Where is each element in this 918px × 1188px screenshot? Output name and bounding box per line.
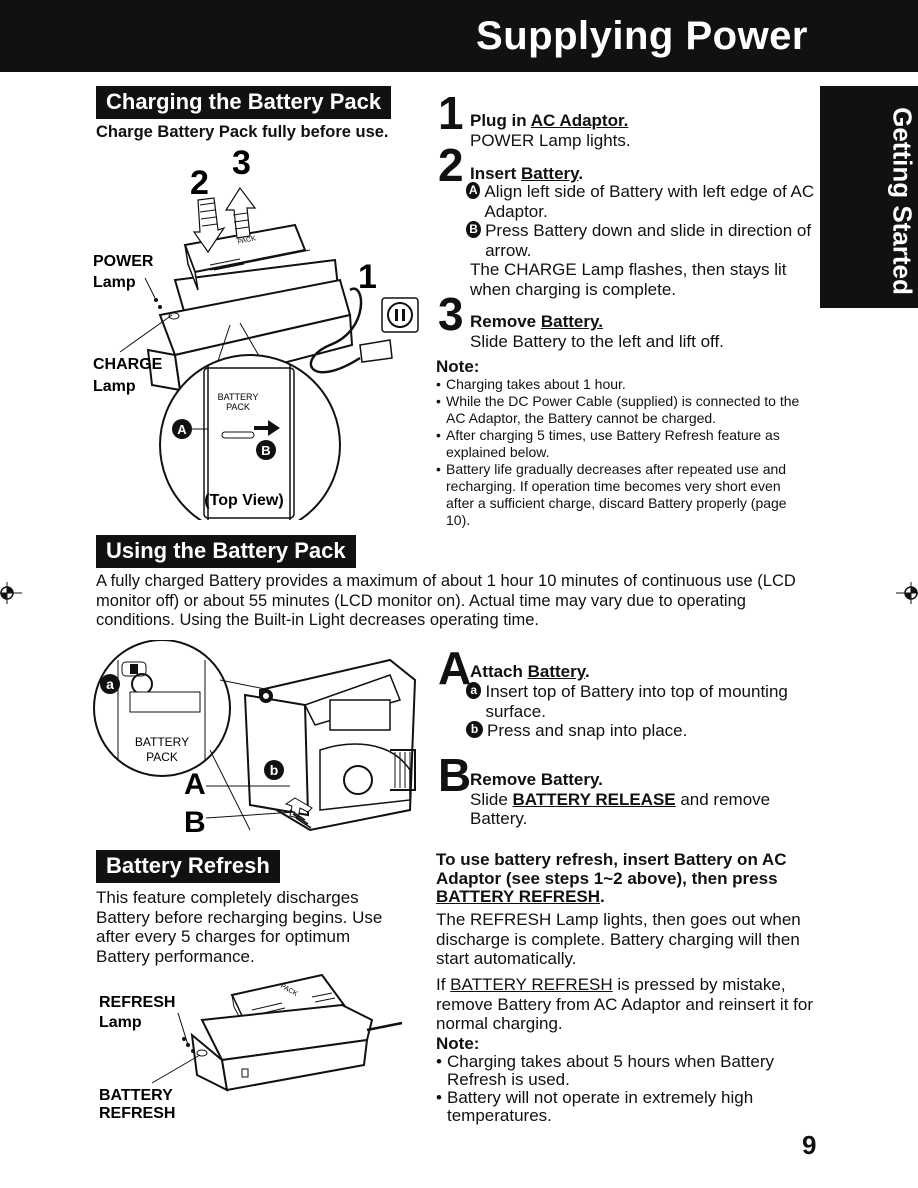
refresh-p2-suffix: is pressed by mistake, remove Battery fr… <box>436 975 813 1033</box>
refresh-p2-prefix: If <box>436 975 451 994</box>
step-2-sub-a: Align left side of Battery with left edg… <box>484 182 815 221</box>
refresh-text: This feature completely discharges Batte… <box>96 888 383 966</box>
marker-a: A <box>177 422 187 437</box>
small-b-marker: b <box>270 762 279 778</box>
refresh-note-2: Battery will not operate in extremely hi… <box>447 1088 754 1125</box>
figure-letter-b: B <box>184 806 206 839</box>
small-a-marker: a <box>106 676 114 692</box>
charging-note-1: Charging takes about 1 hour. <box>446 376 626 392</box>
charging-subheading: Charge Battery Pack fully before use. <box>96 123 389 141</box>
lift-arrow-icon <box>224 186 257 239</box>
refresh-lamp-label-1: REFRESH <box>99 994 175 1011</box>
step-1-prefix: Plug in <box>470 111 531 130</box>
step-a-sub-b-marker: b <box>466 721 483 738</box>
using-heading: Using the Battery Pack <box>96 535 356 568</box>
figure-num-1: 1 <box>358 258 377 296</box>
sub-a-marker: A <box>466 182 481 199</box>
refresh-instruction-link: BATTERY REFRESH <box>436 887 601 906</box>
step-2-number: 2 <box>438 139 464 191</box>
camcorder-illustration: a BATTERY PACK b A B <box>93 640 417 839</box>
using-intro: A fully charged Battery provides a maxim… <box>96 572 796 629</box>
zoom-battery-label-1: BATTERY <box>218 392 259 402</box>
figure-num-2: 2 <box>190 164 209 202</box>
refresh-instruction: To use battery refresh, insert Battery o… <box>436 850 787 888</box>
step-a-letter: A <box>438 642 472 694</box>
side-tab-label: Getting Started <box>887 107 918 295</box>
step-3-prefix: Remove <box>470 312 541 331</box>
wall-outlet-icon <box>381 297 419 333</box>
top-view-label: (Top View) <box>204 492 283 509</box>
page-title: Supplying Power <box>476 14 808 58</box>
refresh-p1: The REFRESH Lamp lights, then goes out w… <box>436 910 801 968</box>
refresh-illustration: PACK REFRESH Lamp BATTERY REFRESH <box>99 973 403 1122</box>
header-bar <box>0 0 918 72</box>
marker-b: B <box>261 443 270 458</box>
refresh-note-1: Charging takes about 5 hours when Batter… <box>447 1052 774 1089</box>
step-1-line: POWER Lamp lights. <box>470 130 631 150</box>
step-2-link: Battery <box>521 164 579 183</box>
zoom-battery-label-2: PACK <box>226 402 250 412</box>
step-2-extra: The CHARGE Lamp flashes, then stays lit … <box>470 260 787 299</box>
step-1-number: 1 <box>438 87 464 139</box>
step-3-link: Battery. <box>540 312 603 331</box>
step-3-number: 3 <box>438 288 464 340</box>
battery-release-link: BATTERY RELEASE <box>512 789 676 809</box>
step-b-suffix: and remove Battery. <box>470 789 771 829</box>
step-a-link: Battery <box>527 662 585 681</box>
power-lamp-label-2: Lamp <box>93 274 136 291</box>
refresh-p2-link: BATTERY REFRESH <box>450 975 613 994</box>
charging-note-2: While the DC Power Cable (supplied) is c… <box>446 393 800 426</box>
battery-refresh-label-1: BATTERY <box>99 1087 173 1104</box>
sub-b-marker: B <box>466 221 482 238</box>
step-3-line: Slide Battery to the left and lift off. <box>470 331 724 351</box>
charge-lamp-label-2: Lamp <box>93 378 136 395</box>
charging-note-title: Note: <box>436 357 480 376</box>
step-b-title: Remove Battery. <box>470 770 603 789</box>
charge-lamp-label-1: CHARGE <box>93 356 163 373</box>
battery-refresh-label-2: REFRESH <box>99 1105 175 1122</box>
charger-illustration: PACK 2 3 1 POWER Lamp CHARGE Lamp BATTER… <box>93 144 419 520</box>
refresh-note-title: Note: <box>436 1034 480 1053</box>
charging-note-3: After charging 5 times, use Battery Refr… <box>446 427 780 460</box>
registration-mark-left-icon <box>0 582 22 604</box>
step-a-sub-a-marker: a <box>466 682 482 699</box>
svg-text:PACK: PACK <box>237 235 257 246</box>
charging-note-4: Battery life gradually decreases after r… <box>446 461 787 528</box>
step-b-letter: B <box>438 749 472 801</box>
side-tab: Getting Started <box>820 86 918 308</box>
figure-letter-a: A <box>184 768 206 801</box>
cam-battery-label-2: PACK <box>146 750 178 764</box>
step-2-prefix: Insert <box>470 164 522 183</box>
cam-battery-label-1: BATTERY <box>135 735 189 749</box>
power-lamp-label-1: POWER <box>93 253 154 270</box>
step-b-prefix: Slide <box>470 789 513 809</box>
insert-arrow-icon <box>192 197 226 254</box>
step-1-link: AC Adaptor. <box>530 111 629 130</box>
registration-mark-right-icon <box>896 582 918 604</box>
step-a-prefix: Attach <box>470 662 528 681</box>
refresh-heading: Battery Refresh <box>96 850 280 883</box>
step-2-sub-b: Press Battery down and slide in directio… <box>485 221 812 260</box>
refresh-lamp-label-2: Lamp <box>99 1014 142 1031</box>
step-a-sub-a: Insert top of Battery into top of mounti… <box>485 682 788 721</box>
slide-arrow-icon <box>254 420 280 436</box>
step-a-sub-b: Press and snap into place. <box>487 721 688 740</box>
figure-num-3: 3 <box>232 144 251 182</box>
page-number: 9 <box>802 1130 817 1160</box>
charging-heading: Charging the Battery Pack <box>96 86 392 119</box>
